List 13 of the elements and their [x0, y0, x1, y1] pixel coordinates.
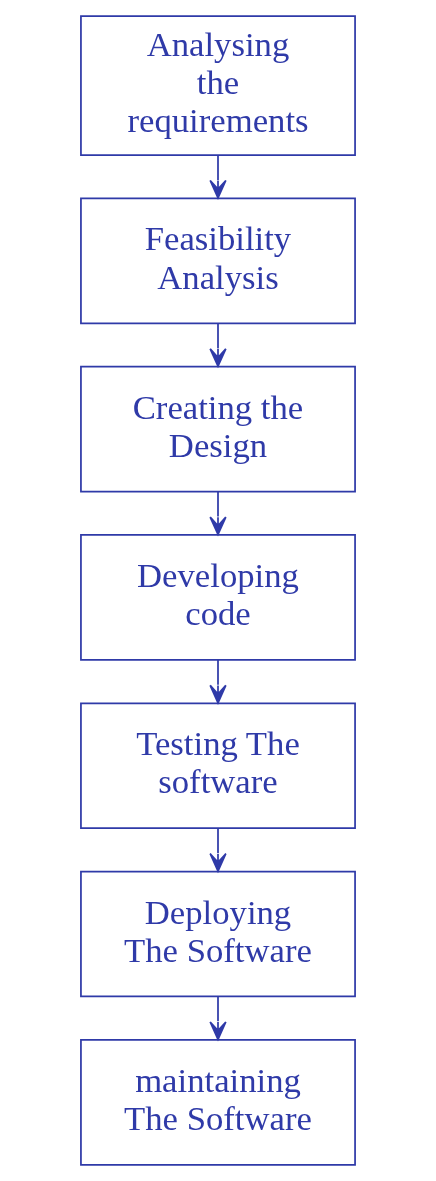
- arrow: [209, 490, 227, 536]
- arrow: [209, 659, 227, 704]
- node-box: Analysing the requirements: [80, 15, 356, 156]
- node-box: Testing The software: [80, 702, 356, 830]
- node-box: Deploying The Software: [80, 870, 356, 998]
- arrow: [209, 322, 227, 368]
- arrow: [209, 154, 227, 199]
- node-box: Developing code: [80, 534, 356, 661]
- node-box: maintaining The Software: [80, 1039, 356, 1166]
- node-box: Creating the Design: [80, 365, 356, 493]
- node-box: Feasibility Analysis: [80, 197, 356, 325]
- arrow: [209, 827, 227, 872]
- arrow: [209, 995, 227, 1041]
